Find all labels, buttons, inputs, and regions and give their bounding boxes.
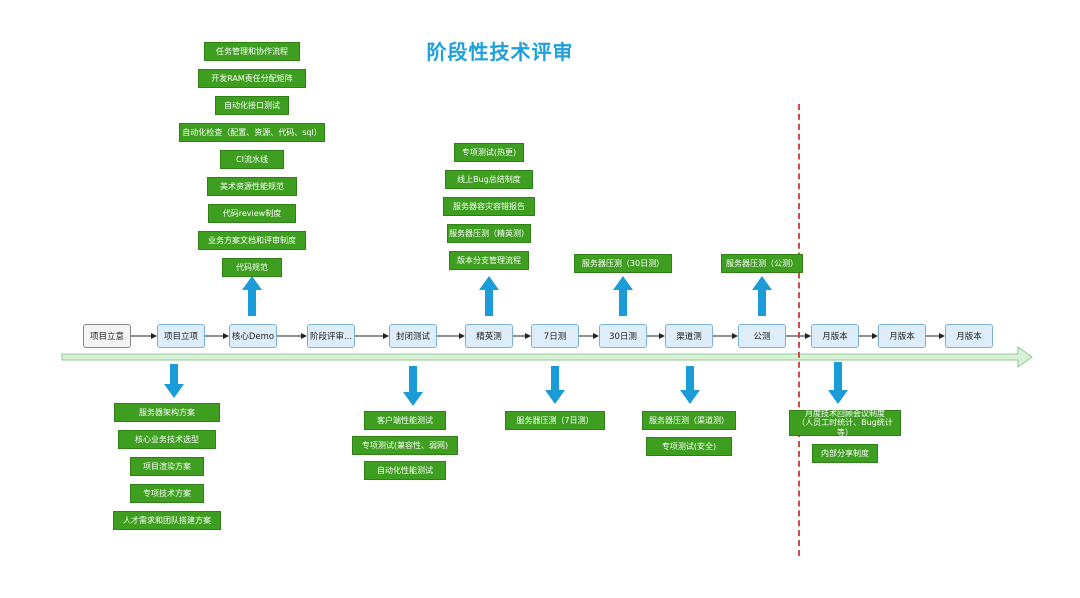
arrow-down-icon: [403, 366, 423, 406]
arrow-down-icon: [828, 362, 848, 404]
timeline-arrow: [61, 346, 1033, 368]
review-item-project-approval: 服务器架构方案: [114, 403, 220, 422]
review-item-core-demo: 自动化接口测试: [215, 96, 289, 115]
review-item-elite-test: 服务器压测（精英测）: [447, 224, 531, 243]
review-item-core-demo: 开发RAM责任分配矩阵: [198, 69, 306, 88]
diagram-title: 阶段性技术评审: [426, 40, 574, 64]
review-item-public-test: 服务器压测（公测）: [721, 254, 803, 273]
review-item-elite-test: 线上Bug总结制度: [445, 170, 533, 189]
review-item-closed-test: 专项测试(兼容性、弱网): [352, 436, 458, 455]
review-item-core-demo: CI流水线: [220, 150, 284, 169]
stage-node: 公测: [738, 324, 786, 348]
arrow-up-icon: [242, 276, 262, 316]
arrow-down-icon: [545, 366, 565, 404]
review-item-closed-test: 自动化性能测试: [364, 461, 446, 480]
review-item-project-approval: 专项技术方案: [130, 484, 204, 503]
review-item-core-demo: 业务方案文档和评审制度: [198, 231, 306, 250]
review-item-monthly: 内部分享制度: [812, 444, 878, 463]
review-item-project-approval: 项目渲染方案: [130, 457, 204, 476]
stage-node: 精英测: [465, 324, 513, 348]
stage-node: 月版本: [878, 324, 926, 348]
arrow-up-icon: [752, 276, 772, 316]
stage-node: 封闭测试: [389, 324, 437, 348]
review-item-project-approval: 人才需求和团队搭建方案: [113, 511, 221, 530]
review-item-elite-test: 版本分支管理流程: [449, 251, 529, 270]
stage-node: 项目立意: [83, 324, 131, 348]
review-item-channel-test: 服务器压测（渠道测）: [642, 411, 736, 430]
stage-node: 渠道测: [665, 324, 713, 348]
arrow-down-icon: [680, 366, 700, 404]
review-item-core-demo: 代码review制度: [208, 204, 296, 223]
stage-node: 月版本: [811, 324, 859, 348]
arrow-down-icon: [164, 364, 184, 398]
stage-node: 阶段评审...: [307, 324, 355, 348]
review-item-7-day-test: 服务器压测（7日测）: [505, 411, 605, 430]
stage-node: 7日测: [531, 324, 579, 348]
arrow-up-icon: [613, 276, 633, 316]
review-item-30-day-test: 服务器压测（30日测）: [574, 254, 672, 273]
review-item-closed-test: 客户端性能测试: [364, 411, 446, 430]
review-item-monthly: 月度技术回顾会议制度 （人员工时统计、Bug统计等）: [789, 409, 901, 437]
review-item-core-demo: 美术资源性能规范: [207, 177, 297, 196]
review-item-elite-test: 专项测试(热更): [454, 143, 524, 162]
stage-node: 30日测: [599, 324, 647, 348]
stage-node: 项目立项: [157, 324, 205, 348]
stage-node: 月版本: [945, 324, 993, 348]
review-item-core-demo: 任务管理和协作流程: [204, 42, 300, 61]
review-item-core-demo: 自动化检查（配置、资源、代码、sql）: [179, 123, 325, 142]
review-item-elite-test: 服务器容灾容错报告: [443, 197, 535, 216]
review-item-channel-test: 专项测试(安全): [646, 437, 732, 456]
review-item-core-demo: 代码规范: [222, 258, 282, 277]
arrow-up-icon: [479, 276, 499, 316]
monthly-divider-line: [798, 104, 800, 556]
review-item-project-approval: 核心业务技术选型: [118, 430, 216, 449]
stage-node: 核心Demo: [229, 324, 277, 348]
